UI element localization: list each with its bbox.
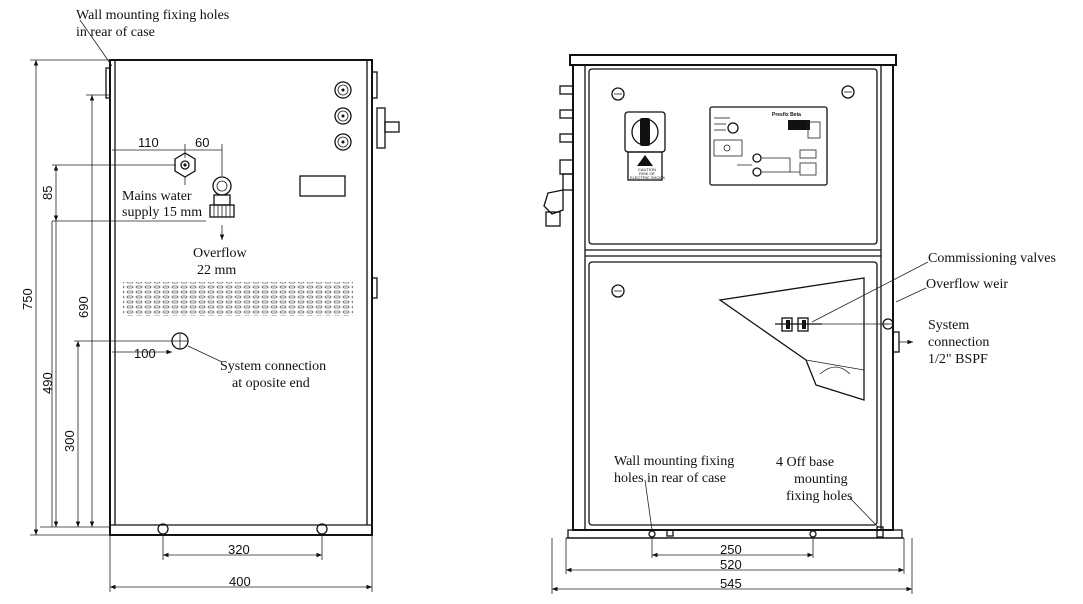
dim-horizontal-front: [551, 538, 913, 594]
system-connection-line1: System connection: [220, 359, 326, 374]
front-wall-holes-leader: [644, 479, 653, 531]
base-holes-line1: 4 Off base: [776, 455, 834, 470]
overflow-weir-symbol: [882, 318, 894, 330]
dim-vertical-side: [30, 59, 206, 536]
side-foot-left: [157, 523, 169, 535]
side-rear-tab-top: [105, 67, 111, 99]
side-right-tab-top: [371, 71, 378, 99]
overflow-fitting: [209, 176, 235, 218]
front-lower-panel: [588, 261, 878, 526]
side-gauge-1: [334, 81, 352, 99]
dim-60-label: 60: [195, 135, 209, 150]
system-connection-line2: at oposite end: [232, 376, 310, 391]
dim-520-label: 520: [720, 557, 742, 572]
mains-water-line2: supply 15 mm: [122, 205, 202, 220]
base-holes-line2: mounting: [794, 472, 848, 487]
side-gauge-2: [334, 107, 352, 125]
control-panel-brand: Presfix Beta: [772, 112, 801, 118]
wall-holes-leader: [79, 19, 113, 67]
side-view: Wall mounting fixing holes in rear of ca…: [20, 8, 400, 592]
wall-holes-rear-line1: Wall mounting fixing holes: [76, 8, 229, 23]
dim-750-label: 750: [20, 288, 35, 310]
svg-text:RISK OF: RISK OF: [639, 171, 656, 176]
front-base: [566, 526, 904, 539]
control-panel-display: [788, 120, 810, 130]
front-screw-top-right: [841, 85, 855, 99]
dim-320-label: 320: [228, 542, 250, 557]
side-foot-right: [316, 523, 328, 535]
commissioning-valves-label: Commissioning valves: [928, 251, 1056, 266]
base-holes-line3: fixing holes: [786, 489, 853, 504]
dim-110: [112, 144, 223, 176]
commissioning-valves-symbol: [775, 317, 888, 332]
control-panel: Presfix Beta: [709, 106, 828, 186]
dim-490-label: 490: [40, 372, 55, 394]
side-connection-block: [376, 107, 386, 149]
overflow-weir-label: Overflow weir: [926, 277, 1008, 292]
caution-label: CAUTION RISK OF ELECTRIC SHOCK: [627, 151, 665, 181]
wall-holes-rear-line2: in rear of case: [76, 25, 155, 40]
dim-690-label: 690: [76, 296, 91, 318]
side-vent-slots: [123, 282, 353, 316]
system-connection-front-line3: 1/2" BSPF: [928, 352, 988, 367]
front-left-valves: [543, 85, 574, 227]
dim-horizontal-side: [109, 535, 373, 592]
side-right-tab-bottom: [371, 277, 378, 299]
dim-85-label: 85: [40, 186, 55, 200]
dim-100-label: 100: [134, 346, 156, 361]
mains-water-line1: Mains water: [122, 189, 192, 204]
front-screw-lower-left: [611, 284, 625, 298]
front-view: CAUTION RISK OF ELECTRIC SHOCK Presfix B…: [543, 54, 1056, 594]
front-wall-holes-line1: Wall mounting fixing: [614, 454, 734, 469]
dim-250-label: 250: [720, 542, 742, 557]
front-wall-holes-line2: holes in rear of case: [614, 471, 726, 486]
svg-text:ELECTRIC SHOCK: ELECTRIC SHOCK: [630, 175, 665, 180]
dim-545-label: 545: [720, 576, 742, 591]
dim-300-label: 300: [62, 430, 77, 452]
front-upper-panel: [588, 68, 878, 245]
system-connection-front-line1: System: [928, 318, 969, 333]
system-connection-leader: [187, 345, 223, 363]
side-gauge-3: [334, 133, 352, 151]
front-screw-top-left: [611, 87, 625, 101]
side-label-plate: [299, 175, 346, 197]
overflow-line2: 22 mm: [197, 263, 236, 278]
side-connection-pipe: [384, 121, 400, 133]
system-connection-front-line2: connection: [928, 335, 989, 350]
commissioning-valves-leader: [811, 261, 929, 323]
cutaway-tank: [718, 277, 865, 401]
front-top-cap: [569, 54, 897, 66]
overflow-line1: Overflow: [193, 246, 248, 261]
dim-400-label: 400: [229, 574, 251, 589]
dim-110-label: 110: [138, 135, 159, 150]
isolator-switch: [624, 111, 666, 153]
base-holes-leader: [849, 497, 879, 528]
overflow-weir-leader: [895, 287, 927, 303]
system-connection-symbol: [171, 332, 189, 350]
svg-text:CAUTION: CAUTION: [638, 167, 656, 172]
